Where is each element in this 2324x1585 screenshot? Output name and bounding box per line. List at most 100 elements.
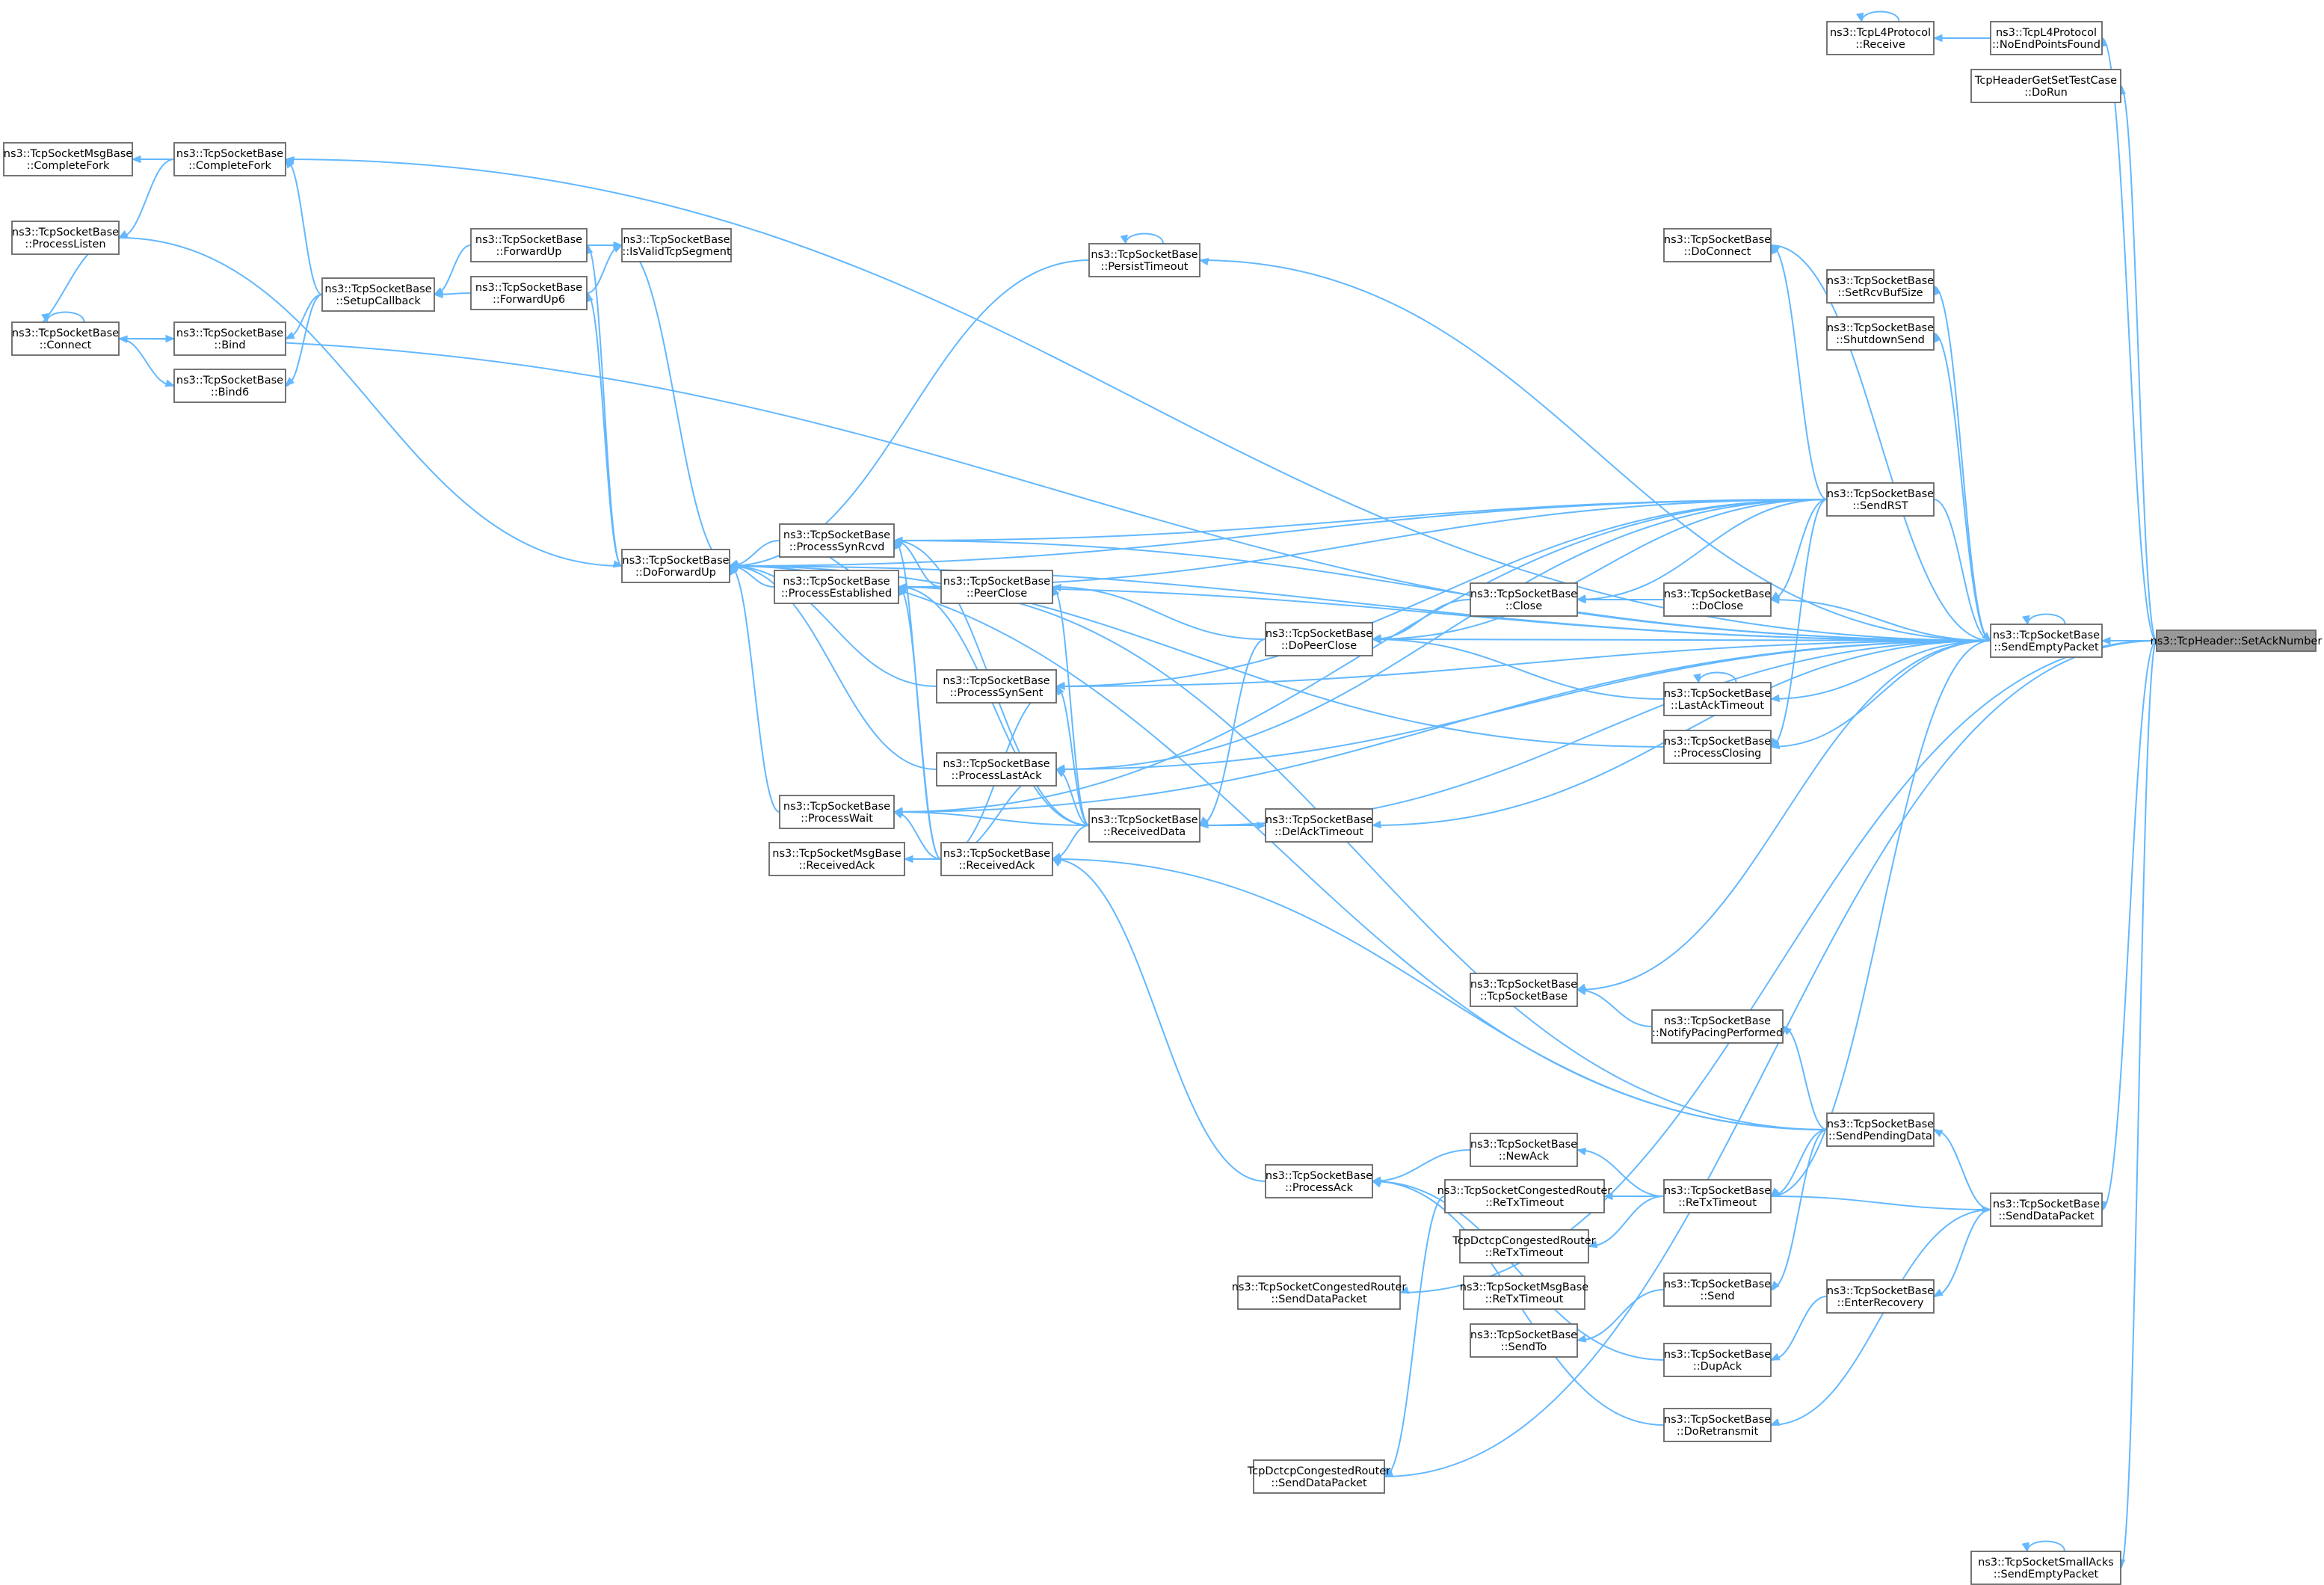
graph-node-msgreceivedack[interactable]: ns3::TcpSocketMsgBase::ReceivedAck [768, 842, 905, 876]
graph-node-send[interactable]: ns3::TcpSocketBase::Send [1663, 1272, 1772, 1307]
graph-node-processsynsent[interactable]: ns3::TcpSocketBase::ProcessSynSent [936, 669, 1057, 704]
graph-node-receiveddata[interactable]: ns3::TcpSocketBase::ReceivedData [1088, 808, 1200, 843]
graph-node-l4recv[interactable]: ns3::TcpL4Protocol::Receive [1826, 21, 1935, 55]
graph-node-processsynrcvd[interactable]: ns3::TcpSocketBase::ProcessSynRcvd [779, 523, 895, 558]
graph-node-forwardup[interactable]: ns3::TcpSocketBase::ForwardUp [470, 228, 588, 262]
edge-receiveddata-to-dopeerclose [1199, 638, 1266, 826]
node-label: ::DoClose [1692, 600, 1743, 612]
graph-node-msgcompletefork[interactable]: ns3::TcpSocketMsgBase::CompleteFork [3, 142, 133, 176]
graph-node-connect[interactable]: ns3::TcpSocketBase::Connect [11, 321, 120, 356]
edge-receivedack-to-processack [1051, 858, 1266, 1182]
edge-arrowhead [2021, 1542, 2029, 1553]
edge-line [1933, 1129, 1991, 1210]
edge-arrowhead [1769, 1418, 1781, 1426]
graph-node-peerclose[interactable]: ns3::TcpSocketBase::PeerClose [940, 570, 1053, 604]
graph-node-isvalid[interactable]: ns3::TcpSocketBase::IsValidTcpSegment [621, 228, 732, 262]
graph-node-processlastack[interactable]: ns3::TcpSocketBase::ProcessLastAck [936, 752, 1057, 787]
node-label: ::ProcessSynRcvd [789, 541, 885, 553]
edge-line [898, 586, 1991, 641]
graph-node-sendpending[interactable]: ns3::TcpSocketBase::SendPendingData [1826, 1112, 1935, 1147]
graph-node-persisttimeout[interactable]: ns3::TcpSocketBase::PersistTimeout [1088, 243, 1200, 277]
graph-node-doconnect[interactable]: ns3::TcpSocketBase::DoConnect [1663, 228, 1772, 262]
edge-peerclose-to-dopeerclose [1051, 583, 1266, 640]
node-label: ns3::TcpSocketBase [1664, 1278, 1771, 1290]
graph-node-dopeerclose[interactable]: ns3::TcpSocketBase::DoPeerClose [1265, 622, 1373, 656]
node-label: ns3::TcpSocketBase [1664, 1349, 1771, 1361]
graph-node-notifypacing[interactable]: ns3::TcpSocketBase::NotifyPacingPerforme… [1651, 1009, 1784, 1044]
node-label: ::ProcessSynSent [950, 687, 1044, 699]
edge-sendempty-to-sendempty [2022, 613, 2066, 626]
graph-node-tcpsocketbase[interactable]: ns3::TcpSocketBase::TcpSocketBase [1470, 973, 1578, 1007]
node-label: ns3::TcpSocketBase [1664, 1015, 1771, 1027]
graph-node-processlisten[interactable]: ns3::TcpSocketBase::ProcessListen [11, 221, 120, 255]
graph-node-msgretx[interactable]: ns3::TcpSocketMsgBase::ReTxTimeout [1460, 1275, 1589, 1310]
graph-node-cgsenddata[interactable]: ns3::TcpSocketCongestedRouter::SendDataP… [1232, 1275, 1407, 1310]
node-label: ::Bind6 [211, 387, 249, 398]
node-label: ns3::TcpSocketBase [12, 227, 119, 238]
graph-node-receivedack[interactable]: ns3::TcpSocketBase::ReceivedAck [940, 842, 1053, 876]
graph-node-dctcpretx[interactable]: TcpDctcpCongestedRouter::ReTxTimeout [1452, 1229, 1596, 1264]
node-label: ns3::TcpSocketBase [1470, 1329, 1577, 1341]
node-label: ::SendDataPacket [1271, 1293, 1367, 1305]
graph-node-delacktimeout[interactable]: ns3::TcpSocketBase::DelAckTimeout [1265, 808, 1373, 843]
edge-line [1372, 638, 1665, 700]
graph-node-close[interactable]: ns3::TcpSocketBase::Close [1470, 582, 1578, 617]
graph-node-lastacktimeout[interactable]: ns3::TcpSocketBase::LastAckTimeout [1663, 682, 1772, 716]
graph-node-setupcallback[interactable]: ns3::TcpSocketBase::SetupCallback [321, 277, 435, 312]
graph-node-setack[interactable]: ns3::TcpHeader::SetAckNumber [2151, 630, 2323, 652]
graph-node-shutdownsend[interactable]: ns3::TcpSocketBase::ShutdownSend [1826, 316, 1935, 351]
graph-node-setrcvbuf[interactable]: ns3::TcpSocketBase::SetRcvBufSize [1826, 269, 1935, 304]
node-box [1826, 21, 1935, 55]
graph-node-newack[interactable]: ns3::TcpSocketBase::NewAck [1470, 1133, 1578, 1167]
graph-node-noendpoints[interactable]: ns3::TcpL4Protocol::NoEndPointsFound [1990, 21, 2103, 55]
graph-node-senddata[interactable]: ns3::TcpSocketBase::SendDataPacket [1990, 1192, 2103, 1227]
edge-arrowhead [1055, 685, 1064, 696]
edge-arrowhead [1198, 257, 1209, 266]
edge-persisttimeout-to-sendempty [1198, 257, 1991, 641]
graph-node-doretransmit[interactable]: ns3::TcpSocketBase::DoRetransmit [1663, 1408, 1772, 1442]
edge-arrowhead [1769, 591, 1781, 600]
graph-node-processestablished[interactable]: ns3::TcpSocketBase::ProcessEstablished [774, 570, 899, 604]
edge-line [1052, 858, 1266, 1182]
graph-node-dctcpsenddata[interactable]: TcpDctcpCongestedRouter::SendDataPacket [1247, 1459, 1390, 1494]
node-box [1470, 1133, 1578, 1167]
edge-persisttimeout-to-persisttimeout [1120, 233, 1164, 245]
graph-node-dupack[interactable]: ns3::TcpSocketBase::DupAck [1663, 1343, 1772, 1377]
graph-node-sendrst[interactable]: ns3::TcpSocketBase::SendRST [1826, 482, 1935, 517]
node-box [1265, 622, 1373, 656]
graph-node-sendto[interactable]: ns3::TcpSocketBase::SendTo [1470, 1323, 1578, 1358]
edge-line [1782, 1026, 1828, 1130]
graph-node-forwardup6[interactable]: ns3::TcpSocketBase::ForwardUp6 [470, 276, 588, 310]
edge-processlastack-to-receiveddata [1055, 769, 1090, 826]
edge-line [118, 237, 623, 567]
node-box [11, 221, 120, 255]
node-label: ::Close [1505, 600, 1542, 612]
edge-line [46, 311, 85, 323]
node-label: ns3::TcpSocketBase [943, 576, 1050, 588]
graph-node-sendempty[interactable]: ns3::TcpSocketBase::SendEmptyPacket [1990, 624, 2103, 658]
graph-node-bind[interactable]: ns3::TcpSocketBase::Bind [173, 321, 286, 356]
graph-node-completefork[interactable]: ns3::TcpSocketBase::CompleteFork [173, 142, 286, 176]
graph-node-doclose[interactable]: ns3::TcpSocketBase::DoClose [1663, 582, 1772, 617]
graph-node-enterrecovery[interactable]: ns3::TcpSocketBase::EnterRecovery [1826, 1279, 1935, 1314]
graph-node-smallacks[interactable]: ns3::TcpSocketSmallAcks::SendEmptyPacket [1970, 1551, 2121, 1585]
edge-arrowhead [1856, 12, 1864, 23]
graph-node-cgretx[interactable]: ns3::TcpSocketCongestedRouter::ReTxTimeo… [1437, 1179, 1612, 1213]
edge-line [898, 499, 1828, 588]
node-label: ns3::TcpSocketBase [943, 758, 1050, 770]
edge-arrowhead [1770, 1281, 1780, 1290]
graph-node-bind6[interactable]: ns3::TcpSocketBase::Bind6 [173, 369, 286, 403]
graph-node-processack[interactable]: ns3::TcpSocketBase::ProcessAck [1265, 1164, 1373, 1198]
graph-node-processwait[interactable]: ns3::TcpSocketBase::ProcessWait [779, 795, 895, 829]
edge-doforwardup-to-processlisten [118, 237, 623, 568]
node-box [1265, 1164, 1373, 1198]
node-label: ::ProcessWait [801, 813, 873, 825]
node-label: ns3::TcpSocketCongestedRouter [1437, 1185, 1612, 1197]
graph-node-hdrtest[interactable]: TcpHeaderGetSetTestCase::DoRun [1970, 69, 2121, 103]
edge-arrowhead [1770, 737, 1779, 748]
graph-node-processclosing[interactable]: ns3::TcpSocketBase::ProcessClosing [1663, 730, 1772, 764]
edge-arrowhead [1120, 234, 1128, 245]
graph-node-retxtimeout[interactable]: ns3::TcpSocketBase::ReTxTimeout [1663, 1179, 1772, 1213]
graph-node-doforwardup[interactable]: ns3::TcpSocketBase::DoForwardUp [621, 549, 730, 583]
edge-line [1384, 640, 2157, 1477]
